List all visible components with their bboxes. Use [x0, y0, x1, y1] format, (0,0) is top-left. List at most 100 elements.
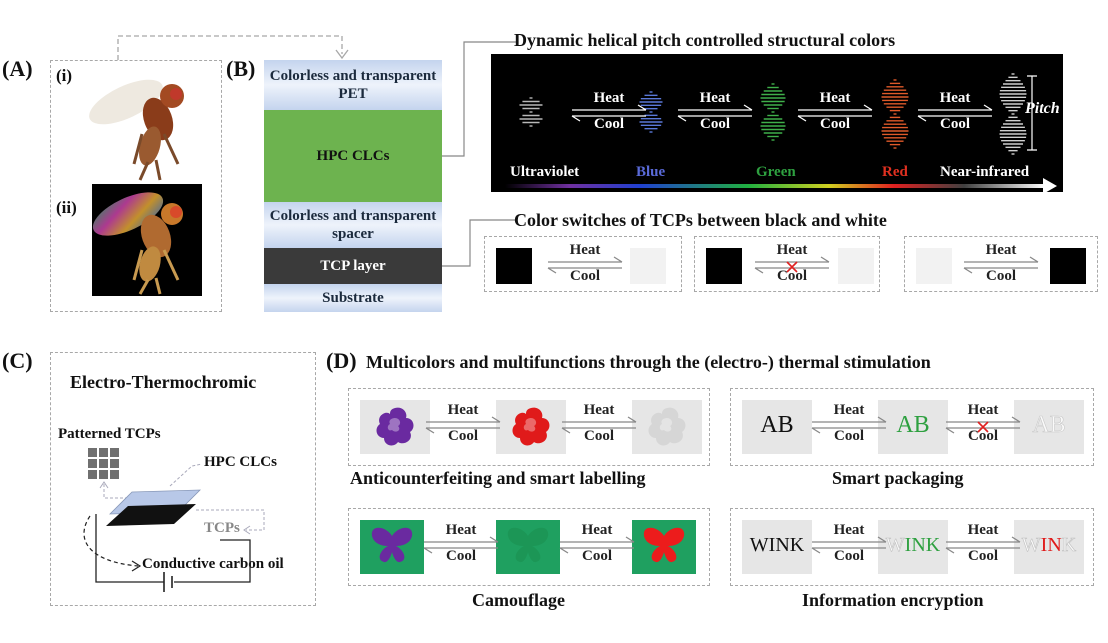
- pitch-bracket: [1027, 75, 1037, 151]
- switch-3-white: [916, 248, 952, 284]
- spectrum-green: Green: [756, 164, 796, 180]
- structural-colors-box: [491, 54, 1063, 194]
- double-arrow-icon: [561, 416, 637, 434]
- carbon-oil-label: Conductive carbon oil: [142, 556, 284, 572]
- patterned-tcps-label: Patterned TCPs: [58, 426, 161, 442]
- tcp-pointer: [196, 509, 265, 531]
- switch-1-white: [630, 248, 666, 284]
- heat-label: Heat: [583, 402, 615, 418]
- heat-label: Heat: [833, 402, 865, 418]
- wink-2-faded: W: [885, 534, 905, 557]
- layer-pet: Colorless and transparent PET: [264, 60, 442, 110]
- heat-label: Heat: [593, 90, 625, 106]
- panel-c-title: Electro-Thermochromic: [70, 372, 257, 392]
- switch-2-white: [838, 248, 874, 284]
- pitch-label: Pitch: [1025, 100, 1060, 117]
- battery-symbol: [163, 572, 173, 592]
- anti-box: [348, 388, 710, 466]
- cool-label: Cool: [986, 268, 1016, 284]
- butterfly-purple: [370, 526, 414, 566]
- heat-label: Heat: [985, 242, 1017, 258]
- panel-c-frame: [50, 352, 316, 606]
- pack-tile-1: [742, 400, 812, 454]
- butterfly-red: [642, 526, 686, 566]
- anti-label: Anticounterfeiting and smart labelling: [350, 468, 646, 488]
- double-arrow-icon: [945, 416, 1021, 434]
- layer-spacer: Colorless and transparent spacer: [264, 202, 442, 248]
- double-arrow-icon: [425, 416, 501, 434]
- info-tile-2: [878, 520, 948, 574]
- panel-a-sub-i: (i): [56, 66, 73, 85]
- double-arrow-icon: [559, 536, 635, 554]
- wink-3-faded-a: W: [1021, 534, 1041, 557]
- ab-faded: AB: [1032, 412, 1066, 439]
- switch-box-3: [904, 236, 1098, 292]
- fly-photo-white: [89, 79, 184, 181]
- circuit-wire: [95, 514, 251, 583]
- panel-d-label: (D): [326, 348, 357, 373]
- tcp-sheet: [106, 504, 196, 526]
- cool-label: Cool: [834, 428, 864, 444]
- helix-uv: [519, 97, 543, 127]
- heat-label: Heat: [967, 522, 999, 538]
- info-label: Information encryption: [802, 590, 984, 610]
- layer-tcp: TCP layer: [264, 248, 442, 284]
- wink-3-faded-b: K: [1061, 534, 1077, 557]
- grid-pointer: [103, 484, 130, 499]
- layer-substrate: Substrate: [264, 284, 442, 312]
- connector-a-b: [117, 35, 349, 60]
- spectrum-red: Red: [882, 164, 908, 180]
- double-arrow-icon: [797, 104, 873, 122]
- info-tile-1: [742, 520, 812, 574]
- panel-d-title: Multicolors and multifunctions through t…: [366, 352, 931, 372]
- wink-red: WINK: [1014, 534, 1084, 557]
- heat-label: Heat: [833, 522, 865, 538]
- structural-colors-svg: [505, 73, 1057, 194]
- helix-green: [760, 83, 786, 141]
- cool-label: Cool: [777, 268, 807, 284]
- cool-label: Cool: [584, 428, 614, 444]
- info-tile-3: [1014, 520, 1084, 574]
- pack-label: Smart packaging: [832, 468, 964, 488]
- switch-box-2: [694, 236, 880, 292]
- layer-stack: Colorless and transparent PET HPC CLCs C…: [264, 60, 442, 312]
- cool-label: Cool: [968, 548, 998, 564]
- spectrum-blue: Blue: [636, 164, 666, 180]
- camo-box: [348, 508, 710, 586]
- panel-b-label: (B): [226, 56, 256, 81]
- switch-3-black: [1050, 248, 1086, 284]
- info-box: [730, 508, 1094, 586]
- cool-label: Cool: [570, 268, 600, 284]
- double-arrow-icon: [917, 104, 993, 122]
- cool-label: Cool: [448, 428, 478, 444]
- cool-label: Cool: [594, 116, 624, 132]
- switch-1-black: [496, 248, 532, 284]
- cool-label: Cool: [582, 548, 612, 564]
- heat-label: Heat: [819, 90, 851, 106]
- switch-2-black: [706, 248, 742, 284]
- connector-tcp: [442, 219, 516, 267]
- switch-box-1: [484, 236, 682, 292]
- panel-a-frame: [50, 60, 222, 312]
- cool-label: Cool: [968, 428, 998, 444]
- helix-nir: [999, 73, 1027, 155]
- hpc-clcs-label: HPC CLCs: [204, 454, 277, 470]
- double-arrow-icon: [547, 256, 623, 274]
- butterfly-hidden: [506, 526, 550, 566]
- cool-label: Cool: [446, 548, 476, 564]
- double-arrow-icon: [811, 416, 887, 434]
- structural-colors-title: Dynamic helical pitch controlled structu…: [514, 30, 896, 50]
- camo-label: Camouflage: [472, 590, 565, 610]
- wink-green: WINK: [878, 534, 948, 557]
- double-arrow-icon: [945, 536, 1021, 554]
- spectrum-bar: [505, 184, 1045, 188]
- heat-label: Heat: [776, 242, 808, 258]
- double-arrow-icon: [571, 104, 647, 122]
